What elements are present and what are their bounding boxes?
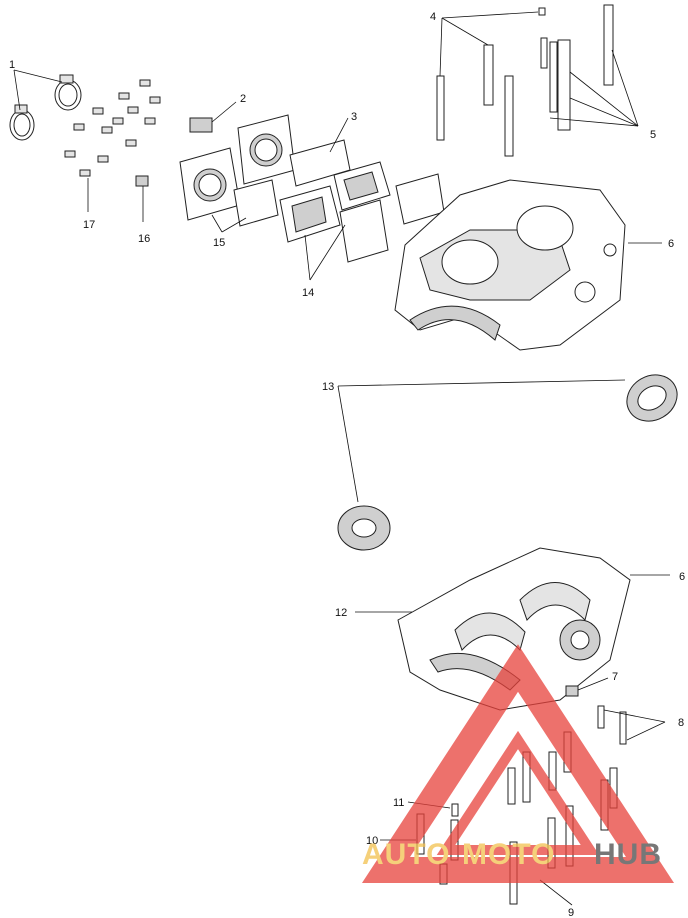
watermark-inner-triangle [436, 730, 600, 855]
automotohub-watermark: AUTO MOTO HUB [361, 644, 675, 883]
small-bolts-group [64, 79, 161, 177]
callout-11-label: 11 [393, 797, 404, 809]
callout-5: 5 [549, 49, 656, 141]
callout-9: 9 [539, 879, 574, 918]
callout-17-label: 17 [83, 219, 95, 231]
callout-12: 12 [335, 607, 412, 619]
callout-15: 15 [211, 214, 247, 249]
callout-6-bottom-label: 6 [679, 571, 685, 583]
watermark-hub: HUB [594, 838, 662, 871]
callout-8: 8 [603, 709, 684, 741]
hose-clamp-1 [9, 74, 82, 141]
callout-2-label: 2 [240, 93, 246, 105]
callout-2: 2 [211, 93, 246, 123]
plug-7 [565, 685, 579, 697]
watermark-auto: AUTO [362, 838, 450, 871]
clip-16 [135, 175, 149, 187]
callout-5-label: 5 [650, 129, 656, 141]
callout-4: 4 [430, 11, 539, 77]
lower-crankcase [397, 547, 631, 711]
callout-7: 7 [577, 671, 618, 691]
watermark-triangle [361, 644, 675, 883]
callout-4-label: 4 [430, 11, 436, 23]
upper-crankcase [394, 179, 626, 351]
callout-9-label: 9 [568, 907, 574, 918]
callout-10-label: 10 [366, 835, 378, 847]
crank-seal-right [626, 374, 678, 422]
callout-7-label: 7 [612, 671, 618, 683]
studs-group [436, 4, 614, 157]
callout-6-top-label: 6 [668, 238, 674, 250]
callout-6-top: 6 [628, 238, 674, 250]
callout-14: 14 [302, 224, 346, 299]
callout-3-top: 3 [329, 111, 357, 153]
reed-valve-14 [279, 139, 445, 263]
callout-8-label: 8 [678, 717, 684, 729]
callout-1-label: 1 [9, 59, 15, 71]
callout-6-bottom: 6 [630, 571, 685, 583]
callout-1: 1 [9, 59, 63, 111]
crank-seal-left [337, 505, 391, 551]
callout-3-top-label: 3 [351, 111, 357, 123]
intake-adapter-15 [179, 114, 296, 227]
callout-12-label: 12 [335, 607, 347, 619]
callout-13-label: 13 [322, 381, 334, 393]
callout-16-label: 16 [138, 233, 150, 245]
callout-13: 13 [322, 379, 626, 503]
part-2-bracket [189, 117, 213, 133]
callout-16: 16 [138, 186, 150, 245]
callout-17: 17 [83, 178, 95, 231]
callout-14-label: 14 [302, 287, 314, 299]
callout-15-label: 15 [213, 237, 225, 249]
watermark-moto: MOTO [462, 838, 555, 871]
